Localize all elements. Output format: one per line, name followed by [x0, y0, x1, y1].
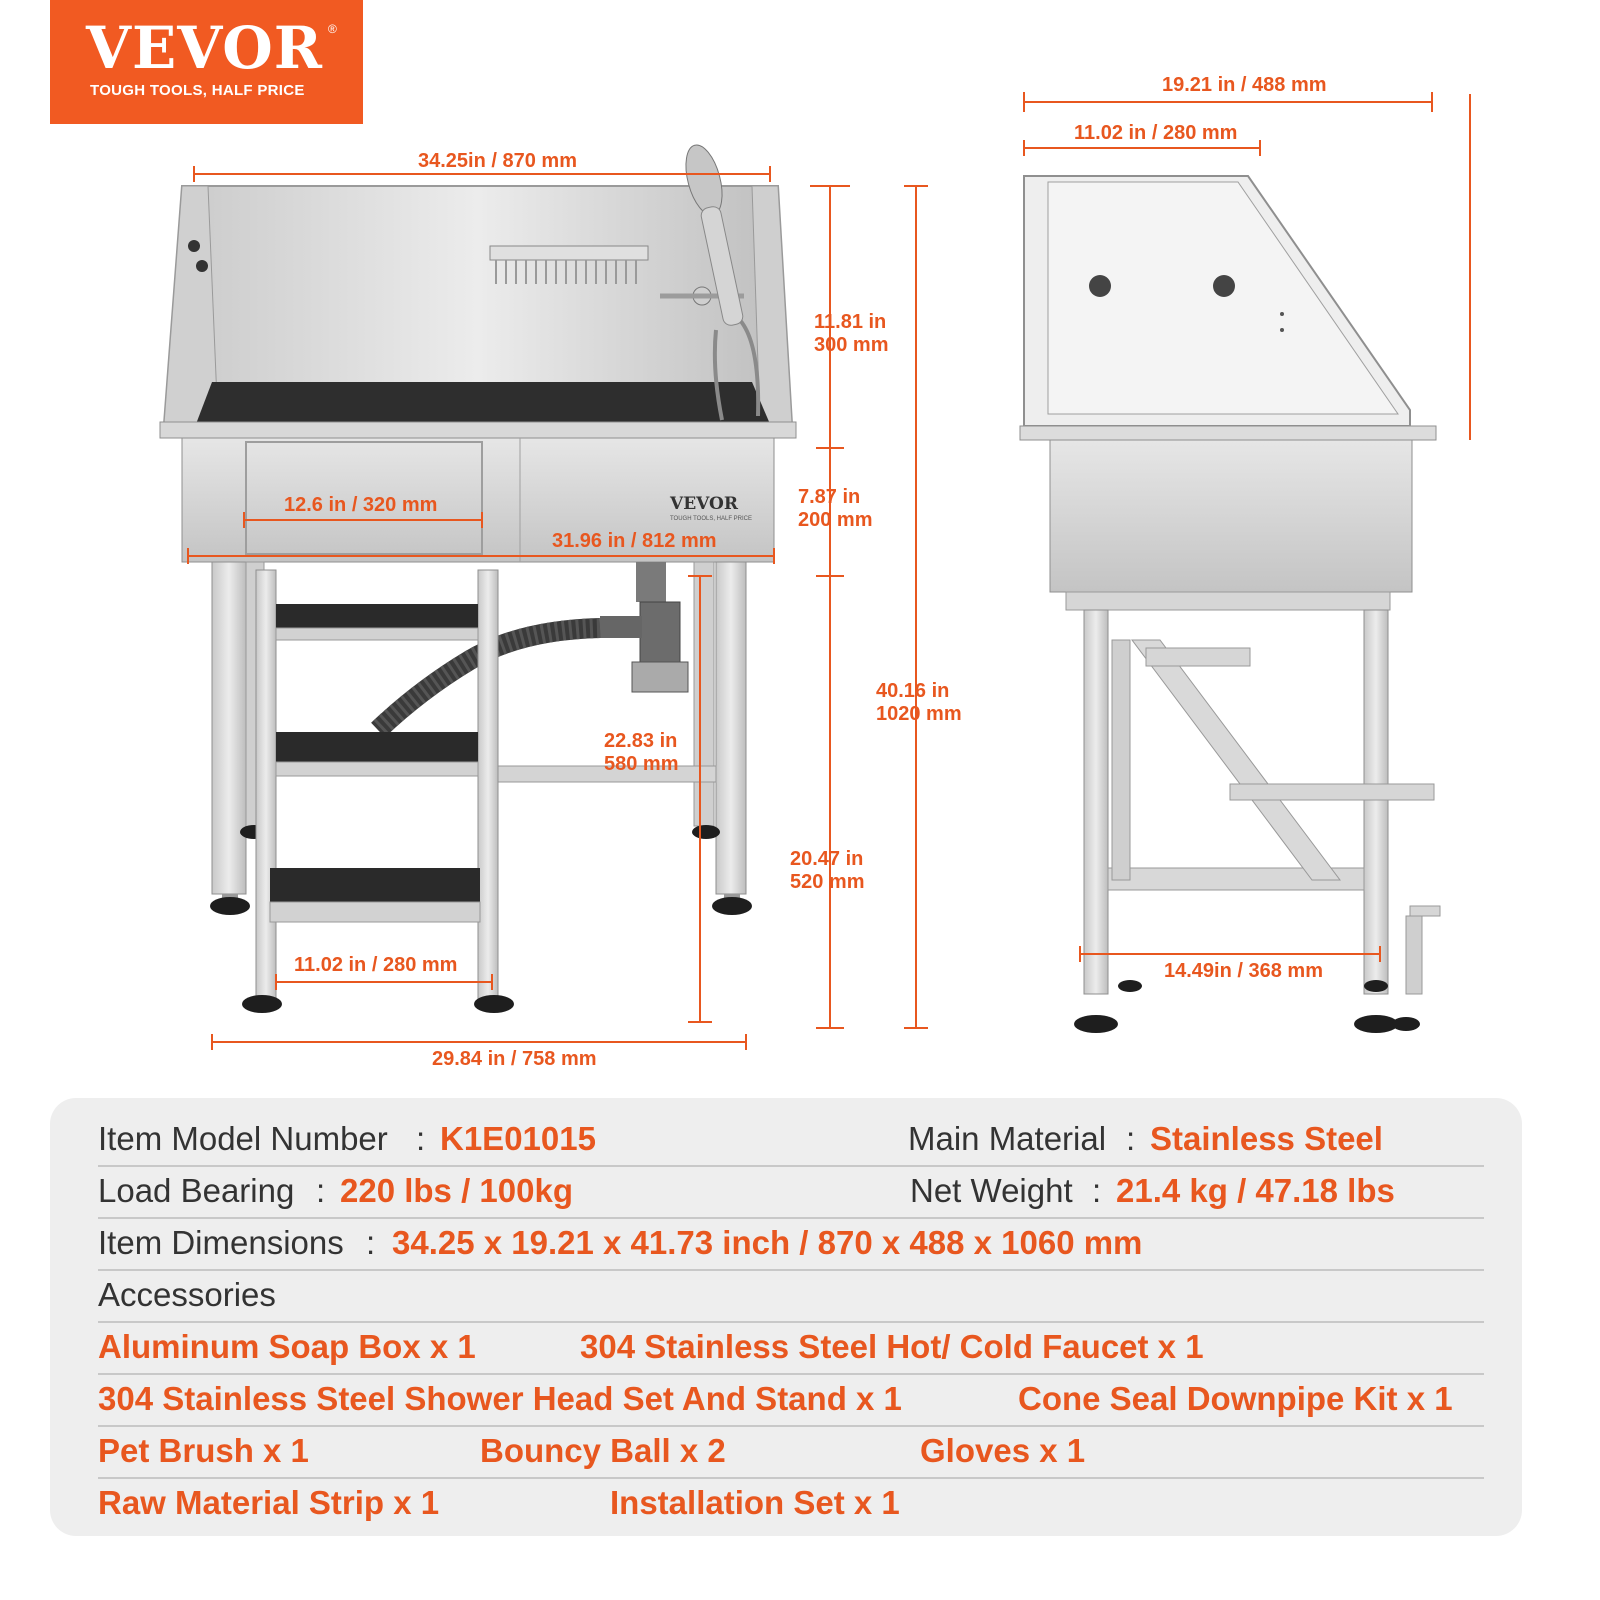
dim-step-width: 11.02 in / 280 mm: [294, 954, 458, 976]
dim-inner-width: 31.96 in / 812 mm: [552, 530, 717, 552]
model-value: K1E01015: [440, 1120, 596, 1157]
product-badge: VEVOR: [670, 494, 738, 514]
dimension-lines: [187, 92, 1471, 1050]
accessory-item: 304 Stainless Steel Shower Head Set And …: [98, 1380, 902, 1417]
spec-row-accessories-1: Aluminum Soap Box x 1 304 Stainless Stee…: [98, 1322, 1484, 1375]
dim-total-height-in: 40.16 in: [876, 680, 950, 702]
accessory-item: Raw Material Strip x 1: [98, 1484, 440, 1521]
dim-tub-depth-in: 7.87 in: [798, 486, 861, 508]
accessory-item: Cone Seal Downpipe Kit x 1: [1018, 1380, 1453, 1417]
dims-separator: :: [366, 1224, 376, 1261]
spec-row-accessories-3: Pet Brush x 1 Bouncy Ball x 2 Gloves x 1: [98, 1426, 1484, 1479]
dim-side-depth-top: 19.21 in / 488 mm: [1162, 74, 1327, 96]
load-separator: :: [316, 1172, 326, 1209]
dim-drain-height-mm: 580 mm: [604, 753, 679, 775]
accessory-item: Pet Brush x 1: [98, 1432, 309, 1469]
load-label: Load Bearing: [98, 1172, 295, 1209]
material-label: Main Material: [908, 1120, 1107, 1157]
weight-separator: :: [1092, 1172, 1102, 1209]
product-badge-tagline: TOUGH TOOLS, HALF PRICE: [670, 516, 753, 522]
registered-mark: ®: [328, 22, 337, 36]
dims-label: Item Dimensions: [98, 1224, 344, 1261]
weight-label: Net Weight: [910, 1172, 1073, 1209]
accessory-item: Installation Set x 1: [610, 1484, 900, 1521]
material-value: Stainless Steel: [1150, 1120, 1383, 1157]
dims-value: 34.25 x 19.21 x 41.73 inch / 870 x 488 x…: [392, 1224, 1143, 1261]
accessory-item: Gloves x 1: [920, 1432, 1086, 1469]
model-separator: :: [416, 1120, 426, 1157]
spec-row-accessories-2: 304 Stainless Steel Shower Head Set And …: [98, 1374, 1484, 1427]
accessory-item: 304 Stainless Steel Hot/ Cold Faucet x 1: [580, 1328, 1204, 1365]
spec-row-dimensions: Item Dimensions : 34.25 x 19.21 x 41.73 …: [98, 1218, 1484, 1271]
accessories-label: Accessories: [98, 1276, 276, 1313]
spec-panel: Item Model Number : K1E01015 Main Materi…: [50, 1098, 1522, 1536]
weight-value: 21.4 kg / 47.18 lbs: [1116, 1172, 1395, 1209]
brand-tagline: TOUGH TOOLS, HALF PRICE: [90, 82, 305, 99]
dim-back-height-in: 11.81 in: [814, 311, 887, 333]
material-separator: :: [1126, 1120, 1136, 1157]
dim-back-height-mm: 300 mm: [814, 334, 889, 356]
accessory-item: Aluminum Soap Box x 1: [98, 1328, 476, 1365]
accessory-item: Bouncy Ball x 2: [480, 1432, 726, 1469]
dim-leg-height-in: 20.47 in: [790, 848, 864, 870]
dim-door-width: 12.6 in / 320 mm: [284, 494, 438, 516]
dim-tub-depth-mm: 200 mm: [798, 509, 873, 531]
front-view-tub: [159, 144, 797, 1013]
spec-row-load-weight: Load Bearing : 220 lbs / 100kg Net Weigh…: [98, 1166, 1484, 1219]
dim-total-height-mm: 1020 mm: [876, 703, 962, 725]
spec-row-accessories-heading: Accessories: [98, 1270, 1484, 1323]
dim-front-width-top: 34.25in / 870 mm: [418, 150, 577, 172]
brand-logo: VEVOR ® TOUGH TOOLS, HALF PRICE: [50, 0, 363, 124]
dim-side-base-depth: 14.49in / 368 mm: [1164, 960, 1323, 982]
dim-drain-height-in: 22.83 in: [604, 730, 678, 752]
spec-row-model-material: Item Model Number : K1E01015 Main Materi…: [98, 1114, 1484, 1167]
dim-base-width: 29.84 in / 758 mm: [432, 1048, 597, 1070]
dim-side-inner-depth: 11.02 in / 280 mm: [1074, 122, 1238, 144]
model-label: Item Model Number: [98, 1120, 388, 1157]
dim-leg-height-mm: 520 mm: [790, 871, 865, 893]
brand-name: VEVOR: [86, 14, 323, 82]
product-illustration: [159, 92, 1471, 1050]
spec-row-accessories-4: Raw Material Strip x 1 Installation Set …: [98, 1478, 1484, 1529]
load-value: 220 lbs / 100kg: [340, 1172, 573, 1209]
side-view-tub: [1019, 175, 1441, 1033]
